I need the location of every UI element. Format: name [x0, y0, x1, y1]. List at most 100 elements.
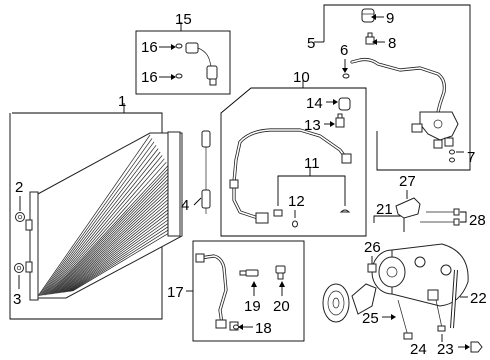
- bolt-24: [435, 299, 446, 332]
- arrow-9: [371, 14, 376, 20]
- callout-11: 11: [304, 155, 320, 172]
- condenser-fin: [72, 233, 169, 292]
- condenser-fin: [71, 229, 169, 292]
- condenser-fin: [53, 178, 169, 295]
- callout-17: 17: [167, 284, 184, 301]
- o-ring-12: [292, 220, 298, 228]
- arrow-25: [391, 314, 396, 320]
- condenser-fin: [62, 206, 169, 293]
- suction-line-box: [323, 4, 471, 171]
- condenser-fin: [61, 202, 169, 293]
- rod-22: [450, 269, 458, 329]
- condenser-group: 1 2 3 4: [9, 93, 211, 320]
- callout-bracket-11: [277, 175, 346, 185]
- o-ring-16b: [175, 73, 183, 79]
- liquid-line-pipe: [229, 128, 352, 224]
- condenser-fin: [41, 144, 157, 296]
- condenser-fin: [44, 155, 163, 296]
- callout-7: 7: [467, 149, 475, 166]
- o-ring-6: [342, 73, 350, 79]
- callout-16a: 16: [141, 39, 158, 56]
- cap-9: [361, 8, 375, 23]
- nut-2: [15, 212, 25, 222]
- liquid-line-box: [220, 87, 367, 237]
- condenser-fin: [54, 182, 169, 294]
- callout-20: 20: [273, 298, 290, 315]
- condenser-fin: [50, 172, 169, 295]
- o-ring-18: [233, 324, 239, 330]
- callout-9: 9: [386, 10, 394, 27]
- bolt-25: [397, 299, 413, 340]
- seal-kit-group: 15 16 16: [135, 11, 231, 95]
- suction-line-hose: [350, 57, 459, 149]
- condenser-left-tank: [29, 191, 39, 301]
- callout-24: 24: [410, 341, 427, 358]
- condenser-fin: [47, 161, 167, 295]
- callout-10: 10: [293, 69, 310, 86]
- condenser-fin: [37, 134, 151, 297]
- condenser-fin: [57, 192, 169, 294]
- condenser-fin: [69, 226, 169, 292]
- seal-kit-box: [135, 30, 231, 95]
- valve-13: [335, 113, 345, 128]
- bolts-28: [420, 208, 460, 226]
- compressor-group: 21 27 28 26: [322, 173, 487, 358]
- callout-bracket-21: [373, 215, 405, 232]
- sensor-20: [275, 265, 286, 280]
- arrow-14: [333, 99, 338, 105]
- callout-13: 13: [304, 117, 321, 134]
- callout-15: 15: [175, 11, 192, 28]
- callout-14: 14: [306, 95, 323, 112]
- discharge-line-hose: [195, 253, 239, 331]
- condenser-box: [9, 112, 163, 320]
- condenser-fin: [68, 223, 169, 292]
- condenser-fin: [66, 216, 169, 293]
- callout-21: 21: [376, 201, 393, 218]
- condenser-core: [25, 131, 183, 301]
- clutch-pulley: [322, 283, 377, 323]
- callout-leader-4: [193, 197, 202, 206]
- condenser-fin: [42, 148, 159, 296]
- condenser-fin: [55, 185, 169, 294]
- arrow-20: [279, 281, 285, 287]
- arrow-19: [251, 281, 257, 287]
- arrow-6: [342, 68, 348, 73]
- nut-23: [470, 341, 483, 353]
- arrow-16a: [171, 44, 176, 50]
- cap-14: [338, 97, 351, 111]
- callout-5: 5: [307, 35, 315, 52]
- condenser-fin: [48, 165, 169, 295]
- condenser-bracket-upper: [25, 219, 33, 231]
- condenser-fin: [46, 158, 165, 296]
- switch-19: [239, 269, 259, 277]
- callout-16b: 16: [141, 69, 158, 86]
- condenser-bracket-lower: [25, 261, 33, 273]
- compressor-body: [371, 243, 469, 307]
- connector-26: [367, 263, 377, 273]
- callout-6: 6: [340, 42, 348, 59]
- callout-4: 4: [181, 197, 189, 214]
- arrow-23: [465, 344, 470, 350]
- condenser-fin: [60, 199, 169, 294]
- arrow-18: [238, 324, 243, 330]
- callout-19: 19: [244, 298, 261, 315]
- discharge-line-group: 17 19 20 18: [167, 240, 305, 342]
- condenser-fin: [40, 141, 155, 296]
- callout-3: 3: [13, 291, 21, 308]
- condenser-fin: [49, 168, 169, 295]
- condenser-fin: [67, 219, 169, 293]
- callout-1: 1: [118, 93, 126, 110]
- callout-8: 8: [388, 35, 396, 52]
- hose-fittings-15: [185, 42, 218, 86]
- bracket-27: [395, 197, 421, 219]
- liquid-line-group: 10 14 13 11 12: [220, 69, 367, 237]
- fitting-11a: [273, 209, 283, 217]
- o-ring-7a: [449, 149, 455, 155]
- arrow-16b: [171, 74, 176, 80]
- condenser-right-tank: [167, 131, 181, 237]
- callout-2: 2: [15, 179, 23, 196]
- suction-line-group: 5 9 8 6: [307, 4, 475, 171]
- callout-22: 22: [470, 290, 487, 307]
- o-ring-16a: [175, 43, 183, 49]
